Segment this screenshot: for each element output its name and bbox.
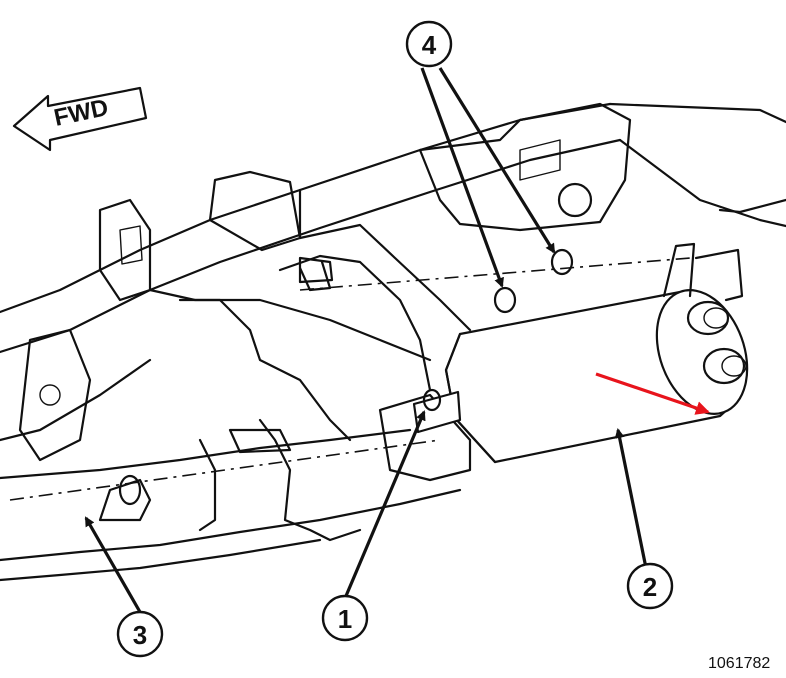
callout-4-label: 4 bbox=[422, 30, 437, 60]
leader-3 bbox=[84, 516, 142, 613]
callout-3-label: 3 bbox=[133, 620, 147, 650]
callout-2: 2 bbox=[626, 562, 674, 610]
callout-1: 1 bbox=[321, 594, 369, 642]
exhaust-centerline-upper bbox=[299, 257, 691, 291]
leader-2 bbox=[614, 428, 648, 569]
highlight-arrow bbox=[595, 372, 710, 415]
fwd-direction-arrow: FWD bbox=[12, 86, 148, 152]
figure-code: 1061782 bbox=[708, 655, 770, 672]
leader-4a bbox=[420, 67, 504, 288]
callout-2-label: 2 bbox=[643, 572, 657, 602]
leader-1 bbox=[344, 410, 426, 597]
callout-1-label: 1 bbox=[338, 604, 352, 634]
vehicle-frame bbox=[0, 102, 786, 582]
muffler bbox=[412, 242, 749, 464]
leader-4b bbox=[438, 67, 556, 254]
callout-4: 4 bbox=[405, 20, 453, 68]
exhaust-centerline-lower bbox=[9, 439, 441, 501]
callout-3: 3 bbox=[116, 610, 164, 658]
